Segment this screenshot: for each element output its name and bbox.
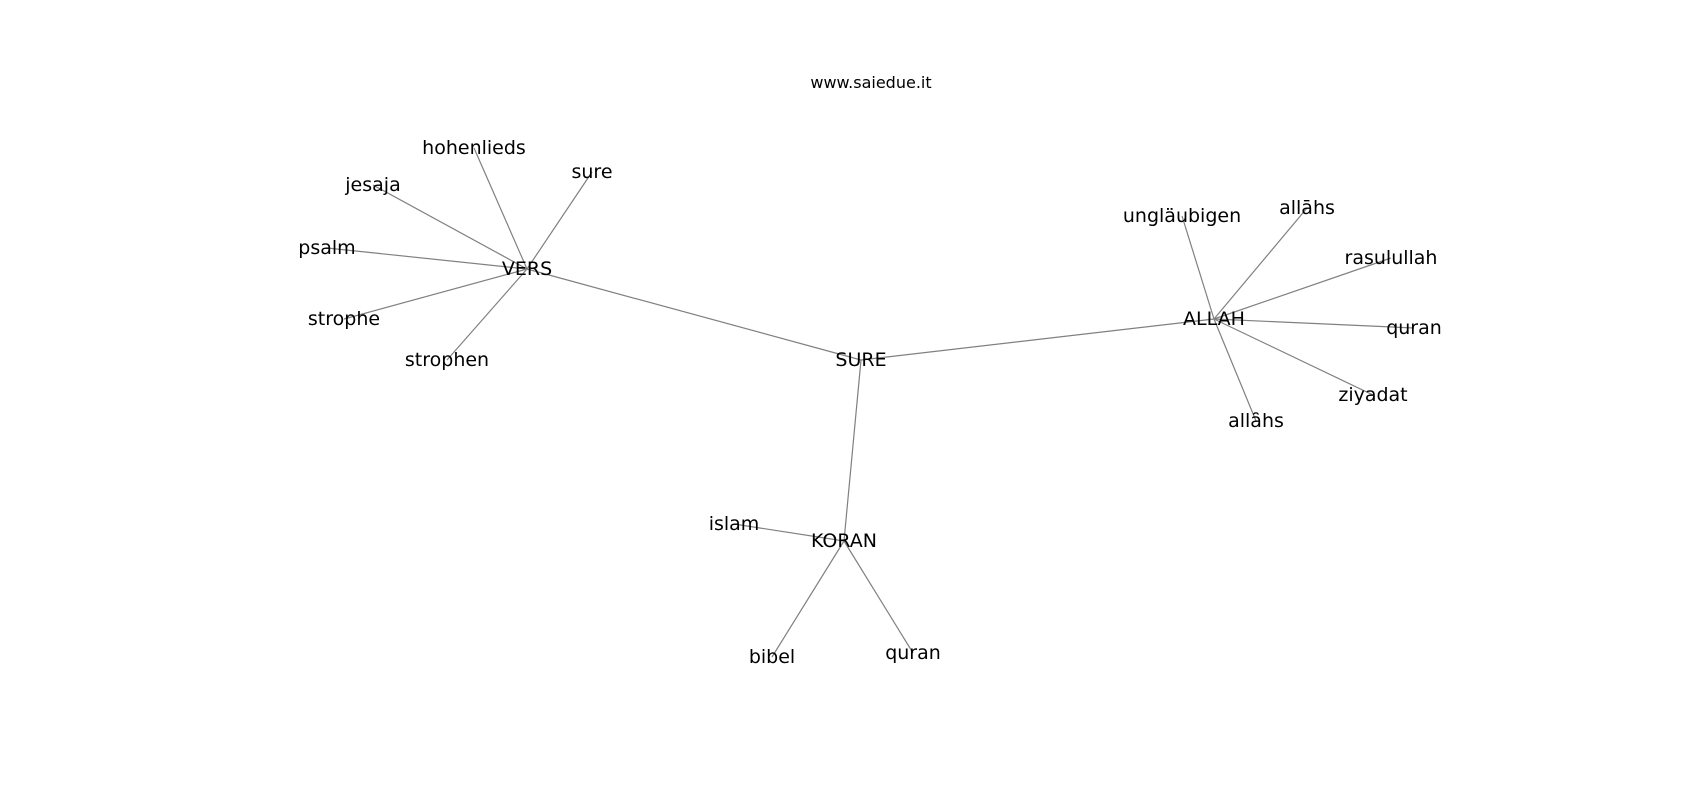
edge-koran-quran_koran bbox=[843, 540, 914, 654]
node-label-quran_allah: quran bbox=[1386, 317, 1442, 339]
edge-vers-hohenlieds bbox=[473, 147, 528, 270]
edge-vers-sure_leaf bbox=[526, 171, 593, 270]
node-label-bibel: bibel bbox=[749, 646, 795, 668]
edge-sure_hub-vers bbox=[526, 268, 862, 361]
node-label-sure_hub: SURE bbox=[835, 349, 886, 371]
edge-allah-rasulullah bbox=[1213, 257, 1392, 320]
edge-allah-quran_allah bbox=[1213, 318, 1415, 329]
node-label-unglaeubigen: ungläubigen bbox=[1123, 205, 1241, 227]
node-label-koran: KORAN bbox=[811, 530, 877, 552]
edge-koran-islam bbox=[733, 523, 845, 542]
edge-allah-ziyadat bbox=[1213, 318, 1374, 396]
edge-vers-jesaja bbox=[372, 184, 528, 270]
site-url-header: www.saiedue.it bbox=[810, 73, 931, 92]
edge-allah-allahs1 bbox=[1213, 207, 1308, 320]
node-label-psalm: psalm bbox=[298, 237, 355, 259]
node-label-ziyadat: ziyadat bbox=[1338, 384, 1407, 406]
edge-allah-unglaeubigen bbox=[1181, 215, 1215, 320]
node-label-vers: VERS bbox=[502, 258, 552, 280]
node-label-jesaja: jesaja bbox=[344, 174, 400, 196]
graph-nodes: SURE VERS ALLAH KORAN hohenlieds sure jesaja ps… bbox=[298, 137, 1442, 668]
node-label-allahs1: allāhs bbox=[1279, 197, 1335, 219]
node-label-allahs2: allȃhs bbox=[1228, 410, 1284, 432]
node-label-hohenlieds: hohenlieds bbox=[422, 137, 526, 159]
graph-edges bbox=[326, 147, 1415, 658]
edge-vers-psalm bbox=[326, 247, 528, 270]
edge-allah-allahs2 bbox=[1213, 318, 1257, 422]
node-label-sure_leaf: sure bbox=[571, 161, 612, 183]
edge-vers-strophe bbox=[343, 268, 528, 320]
edge-sure_hub-allah bbox=[860, 318, 1215, 361]
edge-sure_hub-koran bbox=[843, 359, 862, 542]
edge-koran-bibel bbox=[771, 540, 845, 658]
node-label-rasulullah: rasulullah bbox=[1345, 247, 1438, 269]
edge-vers-strophen bbox=[446, 268, 528, 361]
node-label-strophen: strophen bbox=[405, 349, 489, 371]
node-label-allah: ALLAH bbox=[1183, 308, 1245, 330]
node-label-islam: islam bbox=[709, 513, 760, 535]
node-label-quran_koran: quran bbox=[885, 642, 941, 664]
node-label-strophe: strophe bbox=[308, 308, 380, 330]
